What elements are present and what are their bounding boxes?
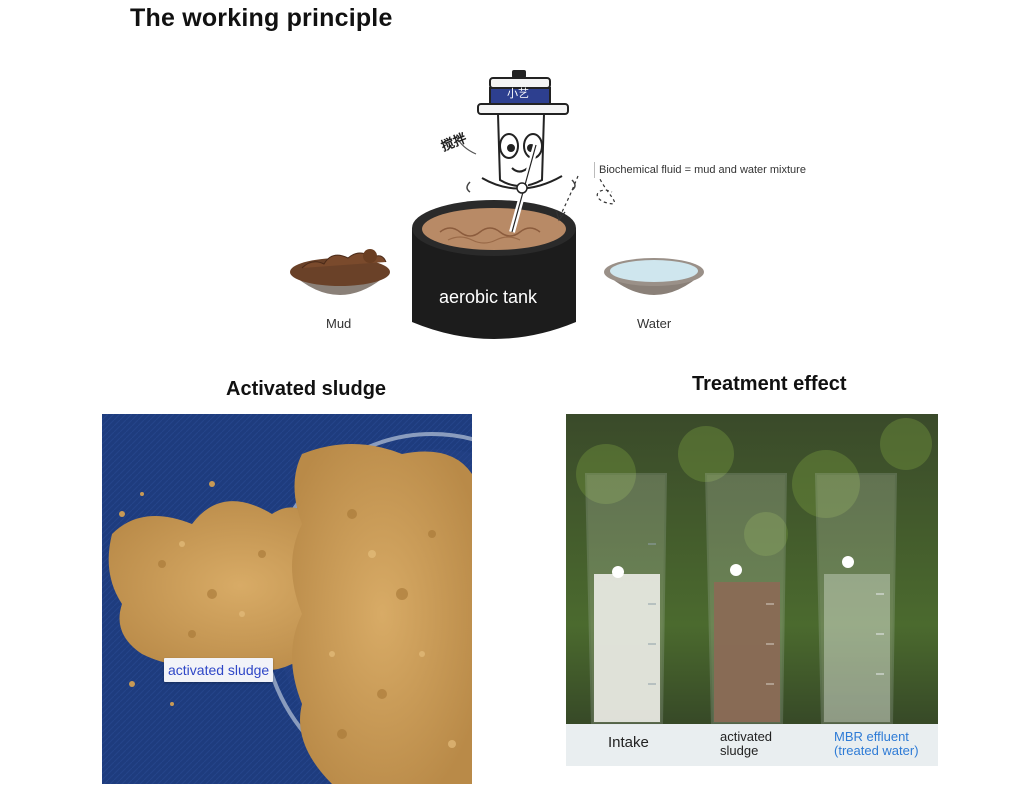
- caption-strip: [566, 724, 938, 766]
- page-title: The working principle: [130, 4, 393, 32]
- treatment-effect-photo: Intake activated sludge MBR effluent (tr…: [566, 414, 938, 766]
- activated-sludge-tag: activated sludge: [164, 658, 274, 682]
- mud-label: Mud: [326, 316, 352, 331]
- biochemical-fluid-callout: Biochemical fluid = mud and water mixtur…: [594, 162, 810, 178]
- mascot-stirrer: [455, 70, 576, 233]
- intake-beaker: [584, 473, 668, 725]
- activated-sludge-beaker: [704, 473, 788, 725]
- treatment-effect-heading: Treatment effect: [692, 373, 847, 395]
- tank-label: aerobic tank: [438, 287, 538, 307]
- mbr-effluent-caption-line2: (treated water): [834, 743, 919, 758]
- mbr-effluent-caption-line1: MBR effluent: [834, 729, 909, 744]
- activated-sludge-caption-line1: activated: [720, 729, 773, 744]
- activated-sludge-heading: Activated sludge: [226, 378, 387, 400]
- water-bowl: [604, 258, 704, 295]
- water-label: Water: [637, 316, 672, 331]
- mascot-badge: 小艺: [507, 87, 529, 100]
- mud-bowl: [290, 249, 390, 295]
- mbr-effluent-beaker: [814, 473, 898, 725]
- intake-caption: Intake: [608, 734, 649, 751]
- activated-sludge-caption-line2: sludge: [720, 743, 759, 758]
- working-principle-diagram: 小艺 搅拌: [290, 70, 704, 339]
- sludge-illustration: [102, 414, 472, 784]
- beakers-illustration: [566, 414, 938, 766]
- stir-label: 搅拌: [439, 130, 469, 155]
- activated-sludge-photo: activated sludge: [102, 414, 472, 784]
- aerobic-tank: [412, 200, 576, 339]
